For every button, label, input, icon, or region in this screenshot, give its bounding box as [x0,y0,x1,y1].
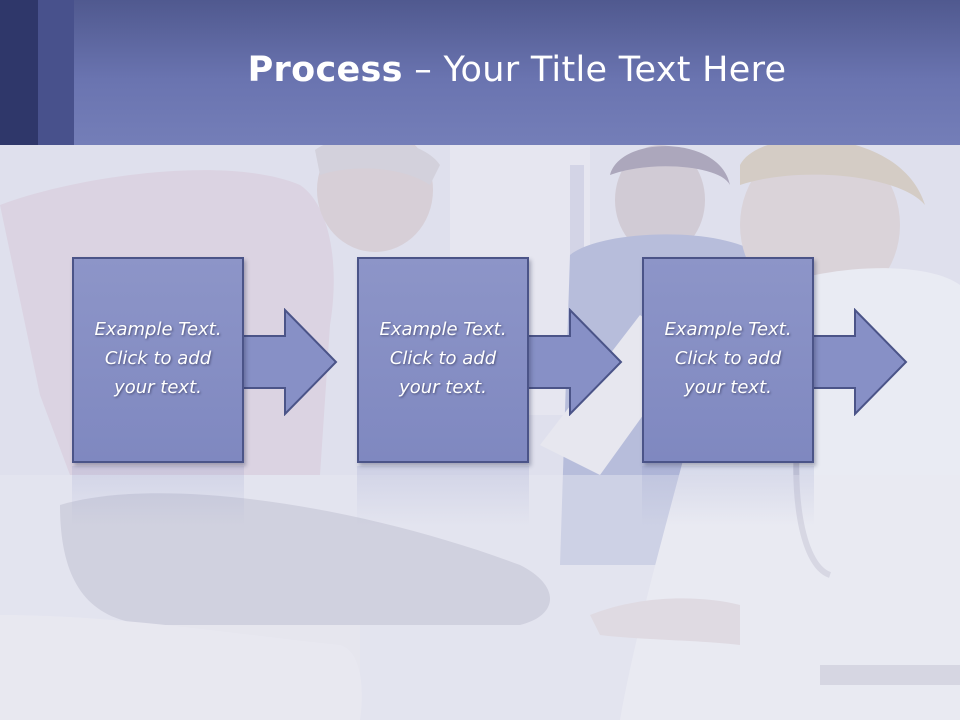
process-box-3[interactable]: Example Text. Click to add your text. [642,257,814,463]
process-box-1[interactable]: Example Text. Click to add your text. [72,257,244,463]
title-bold-text: Process [247,50,403,90]
process-box-text[interactable]: Example Text. Click to add your text. [379,319,507,398]
header-accent-stripe-light [38,0,74,145]
box-reflection [642,466,814,526]
title-bar: Process – Your Title Text Here [0,0,960,145]
header-accent-stripe-dark [0,0,38,145]
arrow-right-icon [800,308,908,416]
arrow-right-icon [515,308,623,416]
arrow-right-icon [230,308,338,416]
process-box-text[interactable]: Example Text. Click to add your text. [94,319,222,398]
box-reflection [72,466,244,526]
process-box-2[interactable]: Example Text. Click to add your text. [357,257,529,463]
title-rest-text: – Your Title Text Here [402,50,787,90]
process-box-text[interactable]: Example Text. Click to add your text. [664,319,792,398]
slide-title[interactable]: Process – Your Title Text Here [74,50,960,90]
box-reflection [357,466,529,526]
